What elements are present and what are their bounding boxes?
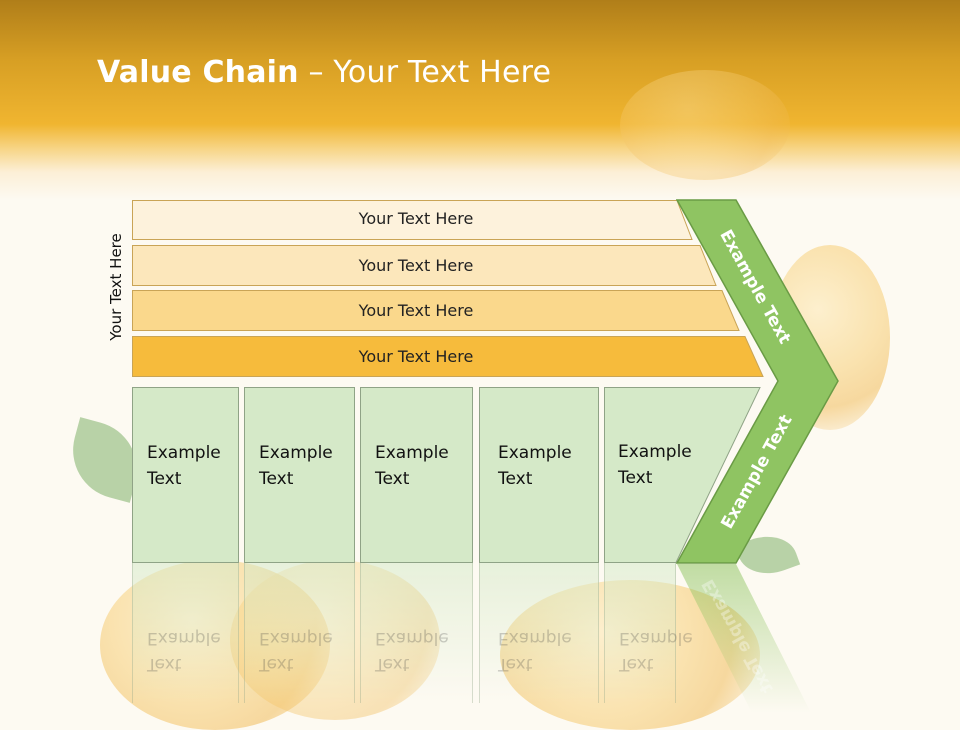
reflection-line-1: Example: [147, 628, 221, 648]
reflection-text: Text Example: [259, 625, 333, 677]
reflection-line-2: Text: [375, 654, 410, 674]
reflection-box: Text Example: [244, 563, 355, 703]
activity-line-1: Example: [498, 443, 572, 463]
reflection-line-2: Text: [259, 654, 294, 674]
activity-line-2: Text: [147, 469, 182, 489]
reflection-text: Text Example: [498, 625, 572, 677]
reflection-line-1: Example: [259, 628, 333, 648]
activity-line-2: Text: [498, 469, 533, 489]
reflection-box: Text Example: [479, 563, 599, 703]
reflection-line-1: Example: [375, 628, 449, 648]
activity-line-1: Example: [147, 443, 221, 463]
title-bold: Value Chain: [97, 55, 299, 90]
reflection-line-1: Example: [498, 628, 572, 648]
reflection-text: Text Example: [147, 625, 221, 677]
row-label: Your Text Here: [358, 256, 474, 275]
reflection-box: Text Example: [360, 563, 473, 703]
activity-line-1: Example: [259, 443, 333, 463]
apricot-image: [620, 70, 790, 180]
margin-chevron: [676, 199, 839, 564]
header-band: [0, 0, 960, 200]
activity-line-2: Text: [375, 469, 410, 489]
reflection-chevron: [677, 564, 811, 713]
row-label: Your Text Here: [358, 209, 474, 228]
row-shape: [132, 336, 764, 377]
row-label: Your Text Here: [358, 347, 474, 366]
activity-line-1: Example: [375, 443, 449, 463]
activity-line-2: Text: [259, 469, 294, 489]
row-shape: [132, 290, 740, 331]
title-rest: – Your Text Here: [298, 55, 552, 90]
side-label: Your Text Here: [107, 233, 125, 341]
row-shape: [132, 245, 717, 286]
row-label: Your Text Here: [358, 301, 474, 320]
row-shape: [132, 200, 693, 240]
activity-line-1: Example: [618, 442, 692, 462]
activity-box-5-shape: [604, 387, 761, 563]
slide-title: Value Chain – Your Text Here: [97, 55, 551, 90]
reflection-line-2: Text: [619, 654, 654, 674]
reflection-line-2: Text: [147, 654, 182, 674]
reflection-box: Text Example: [132, 563, 239, 703]
activity-line-2: Text: [618, 468, 653, 488]
reflection: Text Example Text Example Text Example Text…: [0, 563, 960, 720]
reflection-line-2: Text: [498, 654, 533, 674]
reflection-text: Text Example: [375, 625, 449, 677]
